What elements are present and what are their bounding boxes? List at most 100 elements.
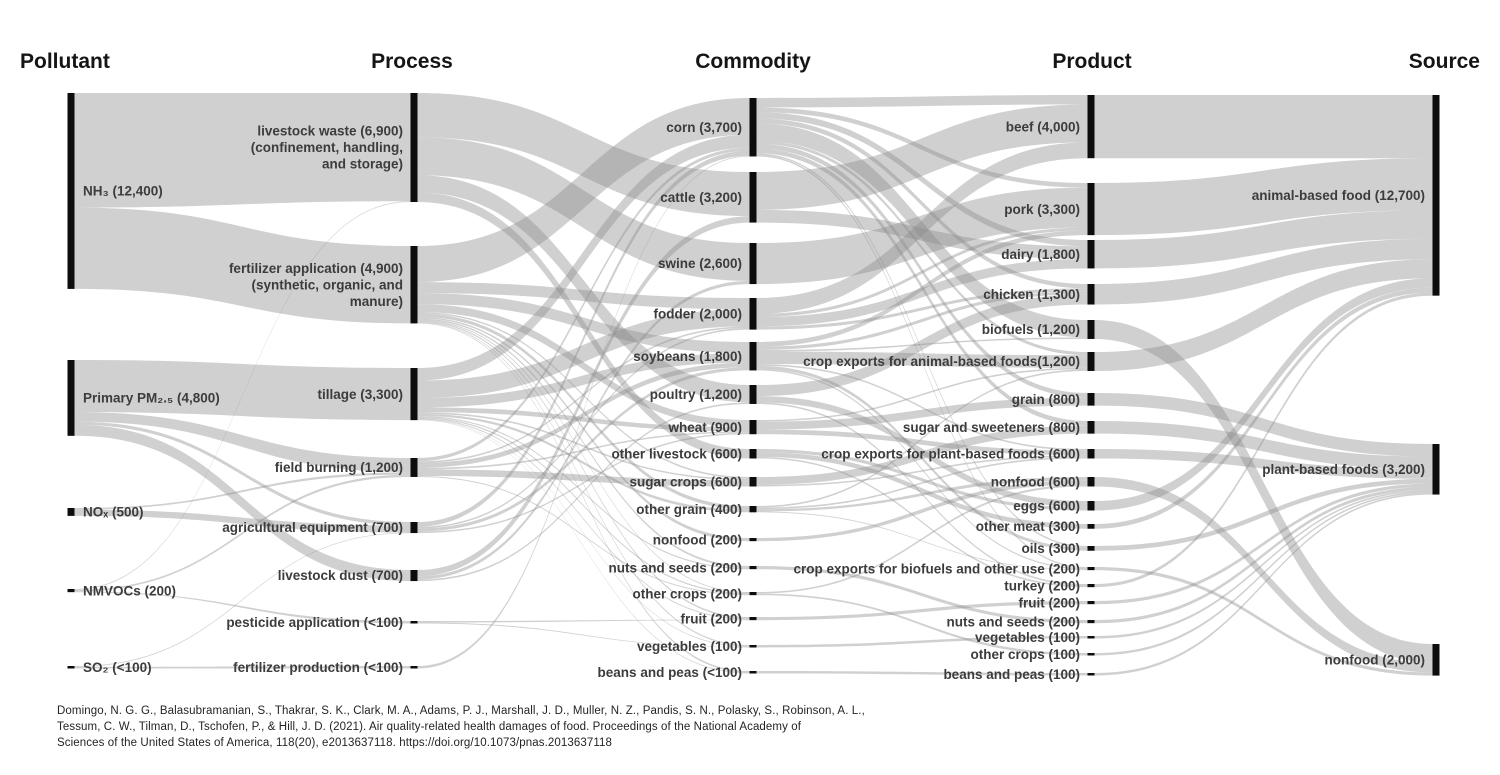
flow-corn-pork xyxy=(756,107,1088,188)
node-label-sugar: sugar and sweeteners (800) xyxy=(903,420,1080,435)
node-bar-sugarc xyxy=(749,477,757,487)
flow-pnonfood-snonfood xyxy=(1094,477,1433,673)
column-header-source: Source xyxy=(1409,50,1480,73)
node-bar-pork xyxy=(1087,183,1095,236)
flow-till-wheat xyxy=(417,407,750,432)
node-label-pfruit: fruit (200) xyxy=(1018,595,1080,610)
node-bar-pfruit xyxy=(1087,601,1095,605)
node-label-cea: crop exports for animal-based foods(1,20… xyxy=(803,354,1080,369)
flow-sugar-plant xyxy=(1094,421,1433,470)
node-bar-pnonfood xyxy=(1087,477,1095,487)
flow-so2-ae xyxy=(74,532,411,667)
node-bar-pnuts xyxy=(1087,620,1095,624)
node-bar-cea xyxy=(1087,352,1095,371)
flow-fa-soy xyxy=(417,293,750,354)
node-bar-ld xyxy=(410,570,418,582)
node-label-pnonfood: nonfood (600) xyxy=(991,474,1080,489)
flow-fa-cnuts xyxy=(417,318,750,568)
node-label-pnuts: nuts and seeds (200) xyxy=(946,614,1080,629)
flow-poultry-chicken xyxy=(756,294,1088,397)
sankey-nodes: NH₃ (12,400)Primary PM₂.₅ (4,800)NOₓ (50… xyxy=(67,93,1440,682)
node-label-poultry: poultry (1,200) xyxy=(650,387,742,402)
node-bar-omeat xyxy=(1087,524,1095,529)
flow-biof-snonfood xyxy=(1094,320,1433,663)
node-bar-cnonfood xyxy=(749,538,757,542)
node-label-pork: pork (3,300) xyxy=(1004,202,1080,217)
node-bar-dairy xyxy=(1087,240,1095,269)
sankey-flows xyxy=(74,93,1433,676)
node-bar-wheat xyxy=(749,420,757,435)
node-bar-pbeans xyxy=(1087,673,1095,676)
flow-corn-biof xyxy=(756,123,1088,338)
node-bar-cfruit xyxy=(749,617,757,621)
node-label-so2: SO₂ (<100) xyxy=(83,660,152,675)
node-bar-fb xyxy=(410,458,418,477)
flow-soy-biof xyxy=(756,337,1088,352)
flow-till-corn xyxy=(417,134,750,381)
node-label-soy: soybeans (1,800) xyxy=(633,349,742,364)
flow-corn-chicken xyxy=(756,118,1088,289)
flow-till-sugarc xyxy=(417,412,750,481)
flow-lw-swine xyxy=(417,137,750,281)
node-label-corn: corn (3,700) xyxy=(666,120,742,135)
flow-wheat-cea xyxy=(756,367,1088,422)
flow-corn-grain xyxy=(756,143,1088,398)
node-bar-pa xyxy=(410,621,418,624)
flow-pm25-till xyxy=(74,360,411,421)
node-bar-eggs xyxy=(1087,501,1095,511)
flow-nmvocs-lw xyxy=(74,201,411,590)
flow-fa-cfruit xyxy=(417,320,750,619)
flow-nh3-lw xyxy=(74,93,411,208)
flow-pa-cfruit xyxy=(417,619,750,623)
node-label-ae: agricultural equipment (700) xyxy=(222,520,403,535)
citation-line: Tessum, C. W., Tilman, D., Tschofen, P.,… xyxy=(57,721,802,733)
flow-fodder-beef xyxy=(756,142,1088,314)
node-bar-cveg xyxy=(749,645,757,648)
flow-poultry-eggs xyxy=(756,396,1088,508)
flow-fb-ocrops xyxy=(417,476,750,596)
flow-cattle-beef xyxy=(756,104,1088,210)
flow-soy-cea xyxy=(756,351,1088,368)
citation-line: Domingo, N. G. G., Balasubramanian, S., … xyxy=(57,705,865,717)
node-bar-cbeans xyxy=(749,671,757,674)
node-bar-grain xyxy=(1087,393,1095,406)
node-label-wheat: wheat (900) xyxy=(667,420,742,435)
node-label-animal: animal-based food (12,700) xyxy=(1252,188,1425,203)
node-bar-cnuts xyxy=(749,566,757,570)
flow-pm25-fb xyxy=(74,412,411,473)
node-bar-pocrops xyxy=(1087,653,1095,656)
flow-corn-oils xyxy=(756,153,1088,548)
node-label-pm25: Primary PM₂.₅ (4,800) xyxy=(83,391,220,406)
node-label-cattle: cattle (3,200) xyxy=(660,190,742,205)
node-bar-oils xyxy=(1087,546,1095,551)
flow-lw-poultry xyxy=(417,175,750,403)
flow-wheat-cep xyxy=(756,429,1088,456)
flow-fb-fodder xyxy=(417,326,750,463)
flow-poultry-turkey xyxy=(756,402,1088,586)
flow-ograin-ceb xyxy=(756,511,1088,571)
node-bar-till xyxy=(410,368,418,421)
flow-soy-cep xyxy=(756,364,1088,451)
flow-ograin-cea xyxy=(756,369,1088,508)
flow-grain-plant xyxy=(1094,393,1433,457)
node-label-swine: swine (2,600) xyxy=(658,256,742,271)
node-label-nox: NOₓ (500) xyxy=(83,505,143,520)
flow-pveg-plant xyxy=(1094,489,1433,639)
flow-ae-soy xyxy=(417,367,750,532)
flow-corn-ceb xyxy=(756,154,1088,569)
node-bar-plant xyxy=(1432,444,1440,495)
node-bar-turkey xyxy=(1087,584,1095,588)
node-label-cbeans: beans and peas (<100) xyxy=(598,665,742,680)
flow-till-cbeans xyxy=(417,419,750,674)
flow-soy-pork xyxy=(756,230,1088,347)
flow-pbeans-plant xyxy=(1094,493,1433,676)
flow-ld-poultry xyxy=(417,402,750,582)
flow-cveg-pveg xyxy=(756,636,1088,648)
flow-till-ograin xyxy=(417,413,750,513)
column-header-process: Process xyxy=(371,50,453,73)
node-label-lw: livestock waste (6,900)(confinement, han… xyxy=(251,124,403,172)
node-bar-oliv xyxy=(749,449,757,459)
flow-till-cveg xyxy=(417,419,750,647)
flow-pnuts-plant xyxy=(1094,486,1433,624)
